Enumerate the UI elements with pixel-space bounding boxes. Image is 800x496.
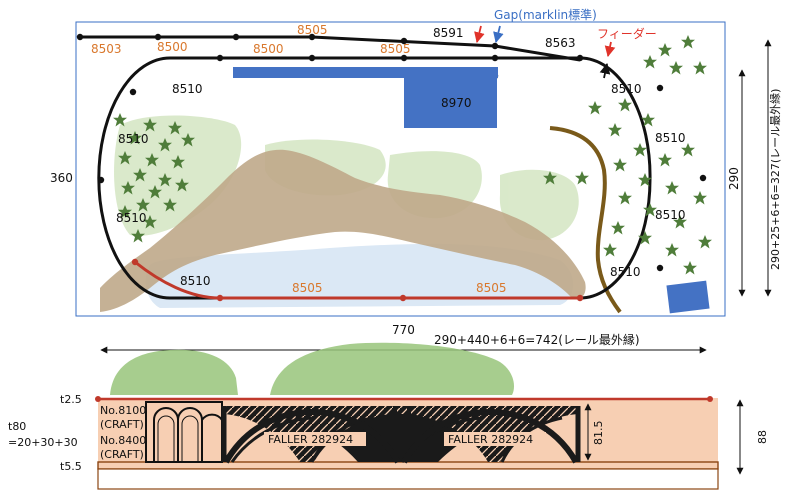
label-right-8510-low: 8510 [655, 208, 686, 222]
station-platform [233, 67, 498, 78]
height-dimension: 81.5 [592, 421, 605, 446]
label-left-8510-mid: 8510 [118, 132, 149, 146]
label-8591: 8591 [433, 26, 464, 40]
width-rail-dimension: 290+440+6+6=742(レール最外縁) [434, 332, 640, 347]
feeder-arrow [604, 41, 616, 58]
label-8503: 8503 [91, 42, 122, 56]
width-dimension: 770 [392, 323, 415, 337]
track-joints [76, 33, 707, 302]
depth-dimension: 360 [50, 171, 73, 185]
right-dim-a: 290 [727, 167, 741, 190]
gap-label: Gap(marklin標準) [494, 7, 597, 22]
section-hill-right [270, 342, 515, 395]
small-building [666, 280, 710, 314]
label-body-thickness-b: =20+30+30 [8, 436, 78, 449]
label-right-8510-top: 8510 [611, 82, 642, 96]
label-8563: 8563 [545, 36, 576, 50]
label-left-8510-top: 8510 [172, 82, 203, 96]
track-labels: 8503 8500 8505 8500 8505 8591 8563 8510 … [91, 23, 686, 295]
road [549, 126, 622, 314]
section-labels: t2.5 t80 =20+30+30 t5.5 No.8100 (CRAFT) … [8, 393, 533, 473]
label-body-thickness-a: t80 [8, 420, 26, 433]
section-hill-left [110, 349, 238, 395]
base-board [97, 468, 719, 490]
label-left-8510-bot: 8510 [116, 211, 147, 225]
bridge-arch-2 [401, 408, 579, 464]
hill-terrain [100, 149, 586, 312]
total-dimension: 88 [756, 430, 769, 444]
bridge-label-bg-1 [264, 432, 366, 446]
label-top-plate: t2.5 [60, 393, 82, 406]
label-bottom-8505-a: 8505 [292, 281, 323, 295]
label-8500-b: 8500 [253, 42, 284, 56]
label-arch-a-2: (CRAFT) [100, 418, 144, 431]
feeder-arrow-black [599, 62, 611, 79]
label-arch-b-1: No.8400 [100, 434, 146, 447]
building-8970 [404, 78, 497, 128]
label-right-8510-mid: 8510 [655, 131, 686, 145]
label-right-8510-bot: 8510 [610, 265, 641, 279]
right-dim-b: 290+25+6+6=327(レール最外縁) [768, 89, 782, 270]
label-8505-a: 8505 [297, 23, 328, 37]
top-rail-end-left [95, 396, 101, 402]
label-8970: 8970 [441, 96, 472, 110]
label-bridge-1: FALLER 282924 [268, 433, 353, 446]
label-bottom-8505-b: 8505 [476, 281, 507, 295]
gap-arrow-red [474, 25, 485, 44]
gap-arrow [493, 25, 504, 44]
label-bottom-8510: 8510 [180, 274, 211, 288]
label-bridge-2: FALLER 282924 [448, 433, 533, 446]
bridge-label-bg-2 [444, 432, 546, 446]
top-rail-end-right [707, 396, 713, 402]
label-8505-b: 8505 [380, 42, 411, 56]
label-bottom-plate: t5.5 [60, 460, 82, 473]
bottom-plate [97, 461, 719, 470]
bridge-arch-1 [223, 408, 401, 464]
feeder-label: フィーダー [597, 26, 657, 41]
label-8500-a: 8500 [157, 40, 188, 54]
label-arch-a-1: No.8100 [100, 404, 146, 417]
water-area [145, 243, 574, 308]
label-arch-b-2: (CRAFT) [100, 448, 144, 461]
section-view: t2.5 t80 =20+30+30 t5.5 No.8100 (CRAFT) … [8, 342, 769, 490]
plan-view: 8503 8500 8505 8500 8505 8591 8563 8510 … [50, 7, 782, 354]
